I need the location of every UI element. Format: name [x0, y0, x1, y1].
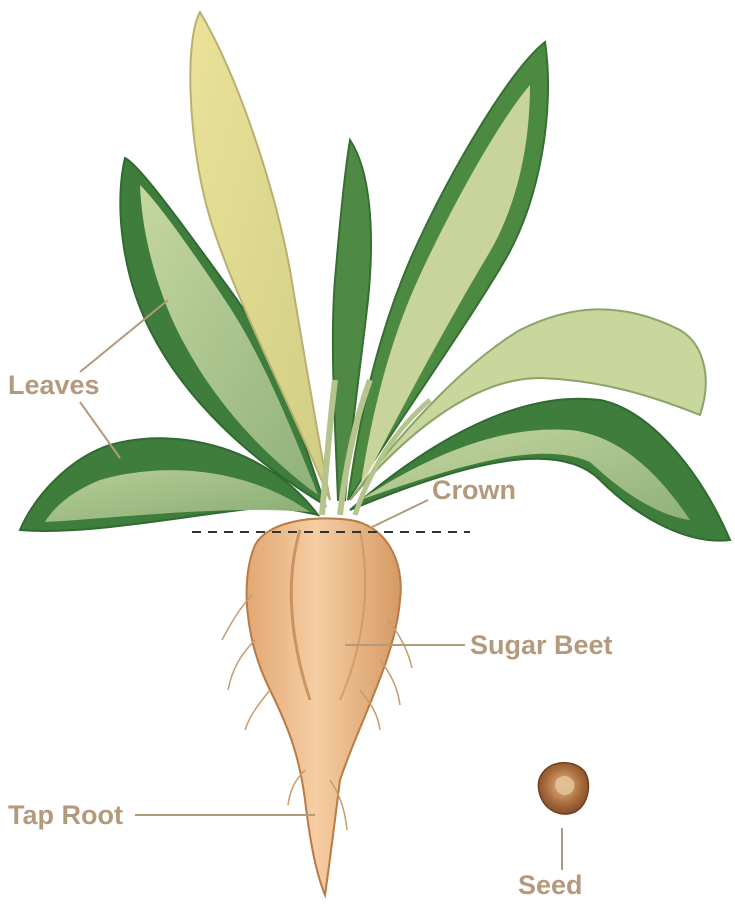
seed-illustration [538, 763, 588, 814]
label-crown: Crown [432, 477, 516, 504]
crown-leader [370, 500, 428, 528]
leaves-group [20, 12, 730, 541]
beet-group [222, 518, 412, 895]
label-seed: Seed [518, 872, 583, 899]
beet-body [247, 518, 401, 895]
label-tap-root: Tap Root [8, 802, 123, 829]
label-leaves: Leaves [8, 372, 100, 399]
label-sugar-beet: Sugar Beet [470, 632, 613, 659]
